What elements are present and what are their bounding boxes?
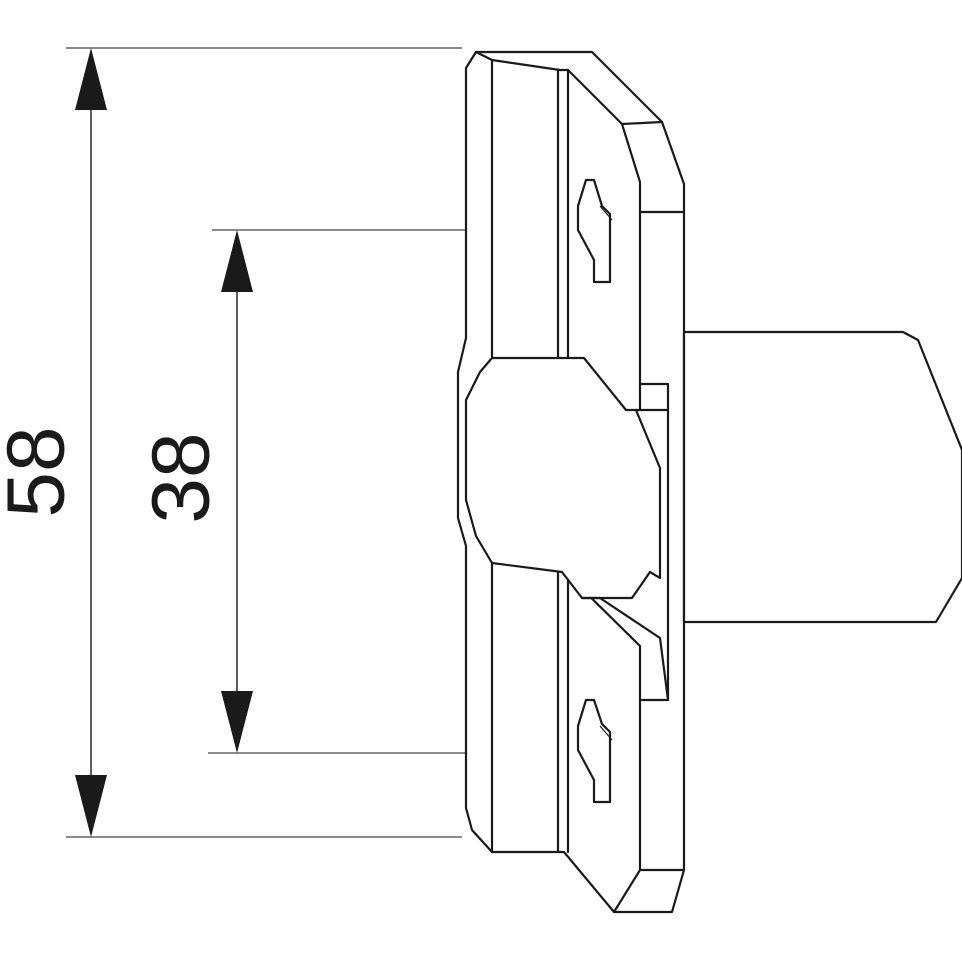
center-hub: [464, 356, 670, 702]
center-hub-step: [634, 382, 670, 412]
wing-lower-outer: [566, 573, 642, 914]
screw-slot-upper-mark: [599, 205, 613, 221]
hole-spacing-dimension-label: 38: [136, 432, 227, 523]
overall-arrow-bottom: [75, 775, 107, 837]
overall-dimension: 58: [0, 48, 107, 837]
overall-arrow-top: [75, 48, 107, 110]
screw-slot-lower-outline: [576, 698, 612, 804]
screw-slot-lower-mark: [599, 725, 613, 741]
shaft: [682, 330, 962, 624]
center-hub-outline: [464, 356, 662, 600]
wing-plate-upper: [556, 68, 686, 412]
center-hub-lower-step: [580, 596, 670, 702]
shaft-outline: [682, 330, 962, 624]
hole-spacing-dimension: 38: [136, 230, 253, 753]
hole-spacing-arrow-top: [221, 230, 253, 292]
wing-plate-lower: [556, 561, 686, 914]
hole-spacing-arrow-bottom: [221, 691, 253, 753]
screw-slot-upper-outline: [576, 178, 612, 284]
wing-upper-cap: [620, 120, 664, 126]
screw-slot-upper: [576, 178, 613, 284]
back-plate-top-bevel: [474, 50, 562, 72]
screw-slot-lower: [576, 698, 613, 804]
overall-dimension-label: 58: [0, 426, 82, 517]
